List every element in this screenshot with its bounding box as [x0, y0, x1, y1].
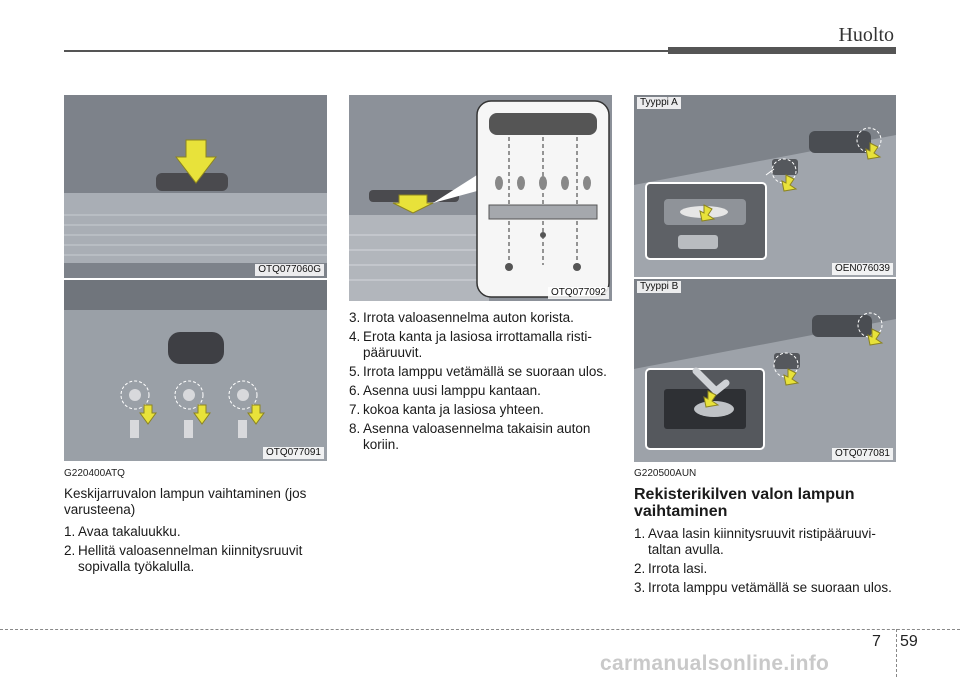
list-item: 1. Avaa takaluukku.	[64, 524, 181, 539]
list-item: 1. Avaa lasin kiinnitysruuvit ristipääru…	[634, 526, 876, 557]
list-item: 3. Irrota lamppu vetämällä se suoraan ul…	[634, 580, 892, 595]
figure-code: OTQ077091	[262, 447, 324, 459]
figure-code: OTQ077060G	[255, 264, 324, 276]
list-item: 6. Asenna uusi lamppu kantaan.	[349, 383, 541, 398]
figure-lamp-screws: OTQ077091	[64, 280, 327, 461]
section-code: G220500AUN	[634, 468, 697, 479]
list-item: 7. kokoa kanta ja lasiosa yhteen.	[349, 402, 544, 417]
footer-page-divider	[896, 629, 897, 677]
left-column: G220400ATQ Keskijarruvalon lampun vaihta…	[64, 466, 328, 578]
list-item: 4. Erota kanta ja lasiosa irrottamalla r…	[349, 329, 592, 360]
section-title: Keskijarruvalon lampun vaihtaminen (jos …	[64, 486, 307, 517]
figure-type-label: Tyyppi B	[637, 281, 682, 293]
footer-divider	[0, 629, 960, 630]
right-column: G220500AUN Rekisterikilven valon lampun …	[634, 466, 896, 599]
section-heading: Rekisterikilven valon lampun vaihtaminen	[634, 486, 855, 520]
list-item: 3. Irrota valoasennelma auton korista.	[349, 310, 574, 325]
header-rule-thick	[668, 47, 896, 54]
figure-license-lamp-type-b: Tyyppi B OTQ077081	[634, 279, 896, 462]
figure-code: OTQ077092	[547, 287, 609, 299]
chapter-number: 7	[872, 633, 881, 650]
figure-code: OTQ077081	[831, 448, 893, 460]
figure-type-label: Tyyppi A	[637, 97, 681, 109]
figure-high-mount-stop-lamp: OTQ077060G	[64, 95, 327, 278]
watermark: carmanualsonline.info	[600, 652, 830, 675]
middle-column: 3. Irrota valoasennelma auton korista. 4…	[349, 310, 613, 456]
figure-lamp-assembly: OTQ077092	[349, 95, 612, 301]
list-item: 5. Irrota lamppu vetämällä se suoraan ul…	[349, 364, 607, 379]
figure-code: OEN076039	[831, 263, 893, 275]
figure-license-lamp-type-a: Tyyppi A OEN076039	[634, 95, 896, 277]
section-code: G220400ATQ	[64, 468, 125, 479]
header-rule	[64, 50, 670, 52]
list-item: 2. Hellitä valoasennelman kiinnitysruuvi…	[64, 543, 303, 574]
list-item: 8. Asenna valoasennelma takaisin auton k…	[349, 421, 591, 452]
list-item: 2. Irrota lasi.	[634, 561, 708, 576]
page-header-title: Huolto	[838, 24, 894, 46]
page-number: 59	[900, 633, 918, 650]
